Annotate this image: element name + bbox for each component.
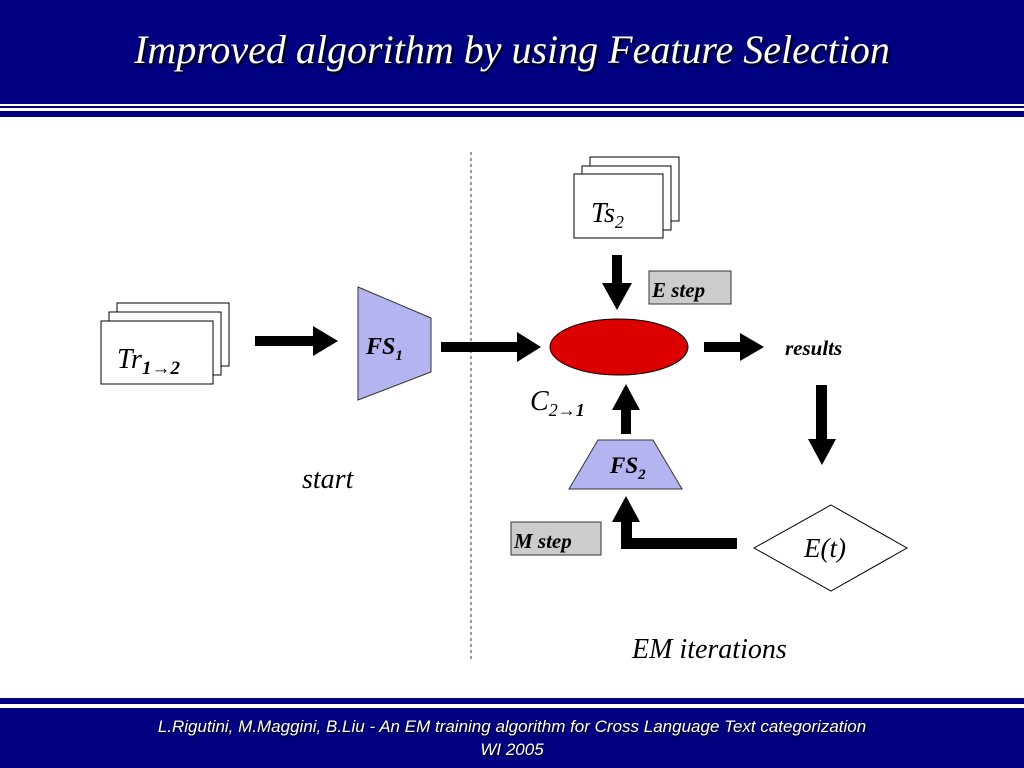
classifier-ellipse [549,318,689,376]
em-iterations-label: EM iterations [631,634,787,665]
header-divider-bottom [0,111,1024,117]
footer-bar [0,708,1024,768]
arrow-tr-to-fs1 [255,326,338,356]
fs2-label: FS2 [609,453,646,483]
footer-citation: L.Rigutini, M.Maggini, B.Liu - An EM tra… [157,717,867,736]
ts-document-stack [573,156,680,239]
arrow-et-to-fs2 [612,496,737,549]
et-diamond [752,504,909,592]
c-label: C2→1 [530,386,585,420]
header-bar [0,0,1024,104]
m-step-box [510,521,602,556]
tr-document-stack [100,302,230,385]
arrow-to-results [704,333,764,361]
header-divider-top [0,106,1024,108]
fs1-trapezoid [357,286,432,401]
tr-label: Tr1→2 [117,344,180,379]
footer-venue: WI 2005 [480,740,544,759]
arrow-fs1-to-classifier [441,332,541,362]
footer-divider-top [0,698,1024,704]
e-step-label: E step [651,278,705,302]
arrow-ts-to-classifier [602,255,632,310]
results-label: results [785,336,842,360]
e-step-box [648,270,732,305]
ts-label: Ts2 [591,198,624,232]
arrow-fs2-to-classifier [612,384,640,434]
et-label: E(t) [803,533,846,563]
slide-title: Improved algorithm by using Feature Sele… [134,27,890,72]
fs2-trapezoid [568,439,683,490]
m-step-label: M step [513,529,572,553]
start-label: start [302,464,355,495]
arrow-results-to-et [808,385,836,465]
fs1-label: FS1 [365,334,403,364]
